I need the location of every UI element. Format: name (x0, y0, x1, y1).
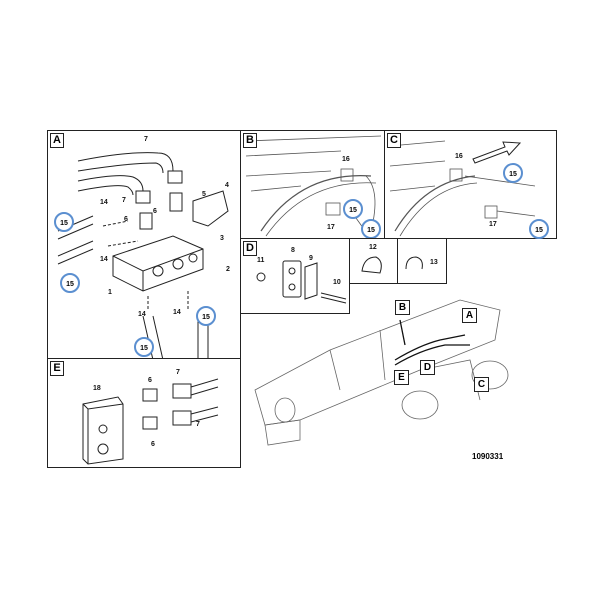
panel-c-label: C (387, 133, 401, 148)
part-number: 7 (122, 197, 126, 204)
part-number: 6 (148, 377, 152, 384)
callout-15: 15 (134, 337, 154, 357)
overview-callout-b: B (395, 300, 410, 315)
panel-b: B 16 17 15 15 (240, 130, 385, 240)
part-number: 3 (220, 235, 224, 242)
overview-callout-d: D (420, 360, 435, 375)
part-number: 9 (309, 255, 313, 262)
panel-c-drawing (389, 140, 536, 237)
part-number: 4 (225, 182, 229, 189)
part-number: 11 (257, 257, 265, 264)
callout-15: 15 (529, 219, 549, 239)
part-number: 16 (455, 153, 463, 160)
part-number: 6 (153, 208, 157, 215)
part-number: 14 (138, 311, 146, 318)
panel-c: C 16 17 15 15 (384, 130, 557, 239)
panel-b-label: B (243, 133, 257, 148)
panel-d-drawing (256, 260, 347, 304)
panel-e-drawing (82, 378, 219, 465)
overview-callout-e: E (394, 370, 409, 385)
part-number: 12 (369, 244, 377, 251)
overview-callout-c: C (474, 377, 489, 392)
panel-d: D 8 9 11 10 (240, 238, 350, 314)
reference-number: 1090331 (472, 452, 504, 461)
part-number: 14 (173, 309, 181, 316)
part-number: 7 (196, 421, 200, 428)
part-number: 13 (430, 259, 438, 266)
part-number: 7 (144, 136, 148, 143)
part-number: 16 (342, 156, 350, 163)
part-number: 6 (151, 441, 155, 448)
part-number: 14 (100, 256, 108, 263)
clip-drawing (405, 256, 423, 270)
part-number: 17 (327, 224, 335, 231)
part-number: 5 (202, 191, 206, 198)
part-number: 1 (108, 289, 112, 296)
panel-part-13: 13 (397, 238, 447, 284)
panel-e: E 18 6 7 6 7 (47, 358, 241, 468)
panel-d-label: D (243, 241, 257, 256)
panel-a-label: A (50, 133, 64, 148)
panel-b-drawing (245, 135, 382, 240)
callout-15: 15 (54, 212, 74, 232)
panel-a-drawing (57, 152, 229, 360)
panel-e-label: E (50, 361, 64, 376)
part-number: 17 (489, 221, 497, 228)
part-number: 2 (226, 266, 230, 273)
part-number: 14 (100, 199, 108, 206)
callout-15: 15 (361, 219, 381, 239)
overview-callout-a: A (462, 308, 477, 323)
part-number: 7 (176, 369, 180, 376)
callout-15: 15 (503, 163, 523, 183)
part-number: 18 (93, 385, 101, 392)
callout-15: 15 (196, 306, 216, 326)
part-number: 10 (333, 279, 341, 286)
direction-arrow-icon (472, 141, 522, 164)
part-number: 8 (291, 247, 295, 254)
panel-a: A 7 7 4 5 6 6 14 14 3 1 2 14 14 15 15 15… (47, 130, 241, 360)
panel-part-12: 12 (349, 238, 398, 284)
part-number: 6 (124, 216, 128, 223)
callout-15: 15 (60, 273, 80, 293)
clamp-drawing (361, 256, 382, 274)
callout-15: 15 (343, 199, 363, 219)
